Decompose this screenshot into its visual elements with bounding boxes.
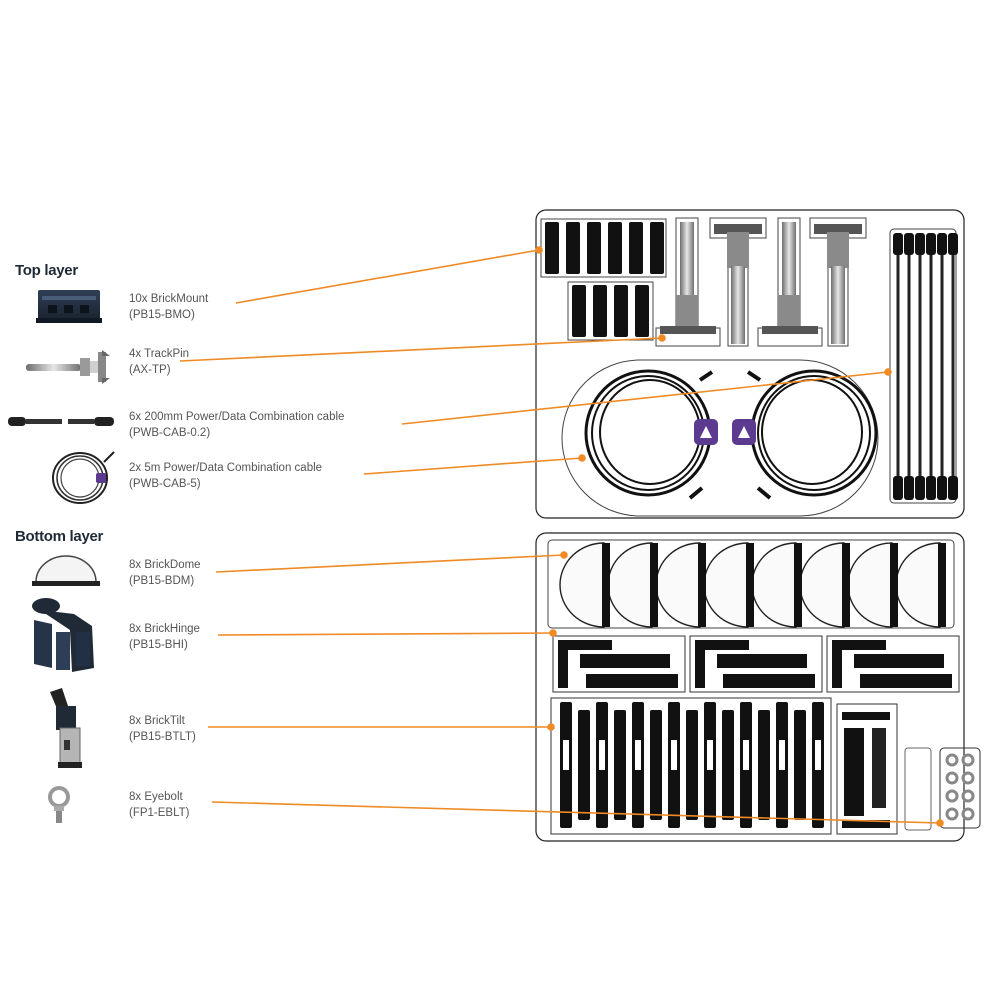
item-code: (FP1-EBLT) [129, 807, 190, 819]
leader-dot-brickmount [535, 246, 543, 254]
bottom-layer-heading: Bottom layer [15, 528, 104, 545]
leader-dot-long-cable [578, 454, 586, 462]
leader-dot-brickdome [560, 551, 568, 559]
leader-dot-short-cable [884, 368, 892, 376]
item-name: 6x 200mm Power/Data Combination cable [129, 411, 345, 423]
leader-short-cable [401, 371, 889, 425]
leader-trackpin [179, 337, 663, 362]
item-name: 2x 5m Power/Data Combination cable [129, 462, 323, 474]
top-layer-heading: Top layer [15, 262, 78, 279]
item-name: 8x BrickDome [129, 559, 201, 571]
leader-dot-trackpin [658, 334, 666, 342]
item-code: (AX-TP) [129, 364, 171, 376]
brickmount-icon [36, 290, 102, 323]
label-brickhinge: 8x BrickHinge (PB15-BHI) [129, 621, 200, 653]
leader-brickdome [215, 554, 565, 573]
item-code: (PWB-CAB-5) [129, 478, 201, 490]
leader-dot-eyebolt [936, 819, 944, 827]
brickhinge-icon [32, 598, 94, 672]
item-name: 8x BrickHinge [129, 623, 200, 635]
leader-brickmount [235, 249, 540, 304]
item-name: 4x TrackPin [129, 348, 190, 360]
short-cable-tray [889, 228, 958, 504]
item-code: (PB15-BMO) [129, 309, 195, 321]
leader-brickhinge [217, 632, 554, 636]
brickhinge-tray [552, 635, 960, 693]
item-name: 10x BrickMount [129, 293, 209, 305]
eyebolt-icon [48, 786, 70, 823]
item-code: (PB15-BTLT) [129, 731, 196, 743]
trackpin-icon [26, 350, 110, 384]
bricktilt-icon [50, 688, 82, 768]
leader-eyebolt [211, 801, 941, 824]
label-trackpin: 4x TrackPin (AX-TP) [129, 346, 189, 378]
eyebolt-tray [939, 747, 981, 829]
brickdome-tray [547, 539, 955, 629]
label-eyebolt: 8x Eyebolt (FP1-EBLT) [129, 789, 190, 821]
trackpin-tray [655, 217, 867, 347]
short-cable-icon [8, 417, 114, 426]
label-bricktilt: 8x BrickTilt (PB15-BTLT) [129, 713, 196, 745]
leader-dot-bricktilt [547, 723, 555, 731]
label-brickdome: 8x BrickDome (PB15-BDM) [129, 557, 201, 589]
spare-compartment [836, 703, 932, 835]
label-brickmount: 10x BrickMount (PB15-BMO) [129, 291, 208, 323]
leader-dot-brickhinge [549, 629, 557, 637]
item-code: (PB15-BHI) [129, 639, 188, 651]
brickmount-tray [540, 218, 667, 341]
leader-lines [179, 246, 944, 827]
coiled-cable-tray [584, 369, 878, 500]
brickdome-icon [32, 555, 100, 586]
item-code: (PWB-CAB-0.2) [129, 427, 211, 439]
label-long-cable: 2x 5m Power/Data Combination cable (PWB-… [129, 460, 322, 492]
coiled-cable-icon [52, 451, 115, 504]
label-short-cable: 6x 200mm Power/Data Combination cable (P… [129, 409, 344, 441]
bricktilt-tray [550, 697, 832, 835]
item-code: (PB15-BDM) [129, 575, 195, 587]
item-name: 8x Eyebolt [129, 791, 183, 803]
leader-long-cable [363, 457, 583, 475]
item-name: 8x BrickTilt [129, 715, 185, 727]
